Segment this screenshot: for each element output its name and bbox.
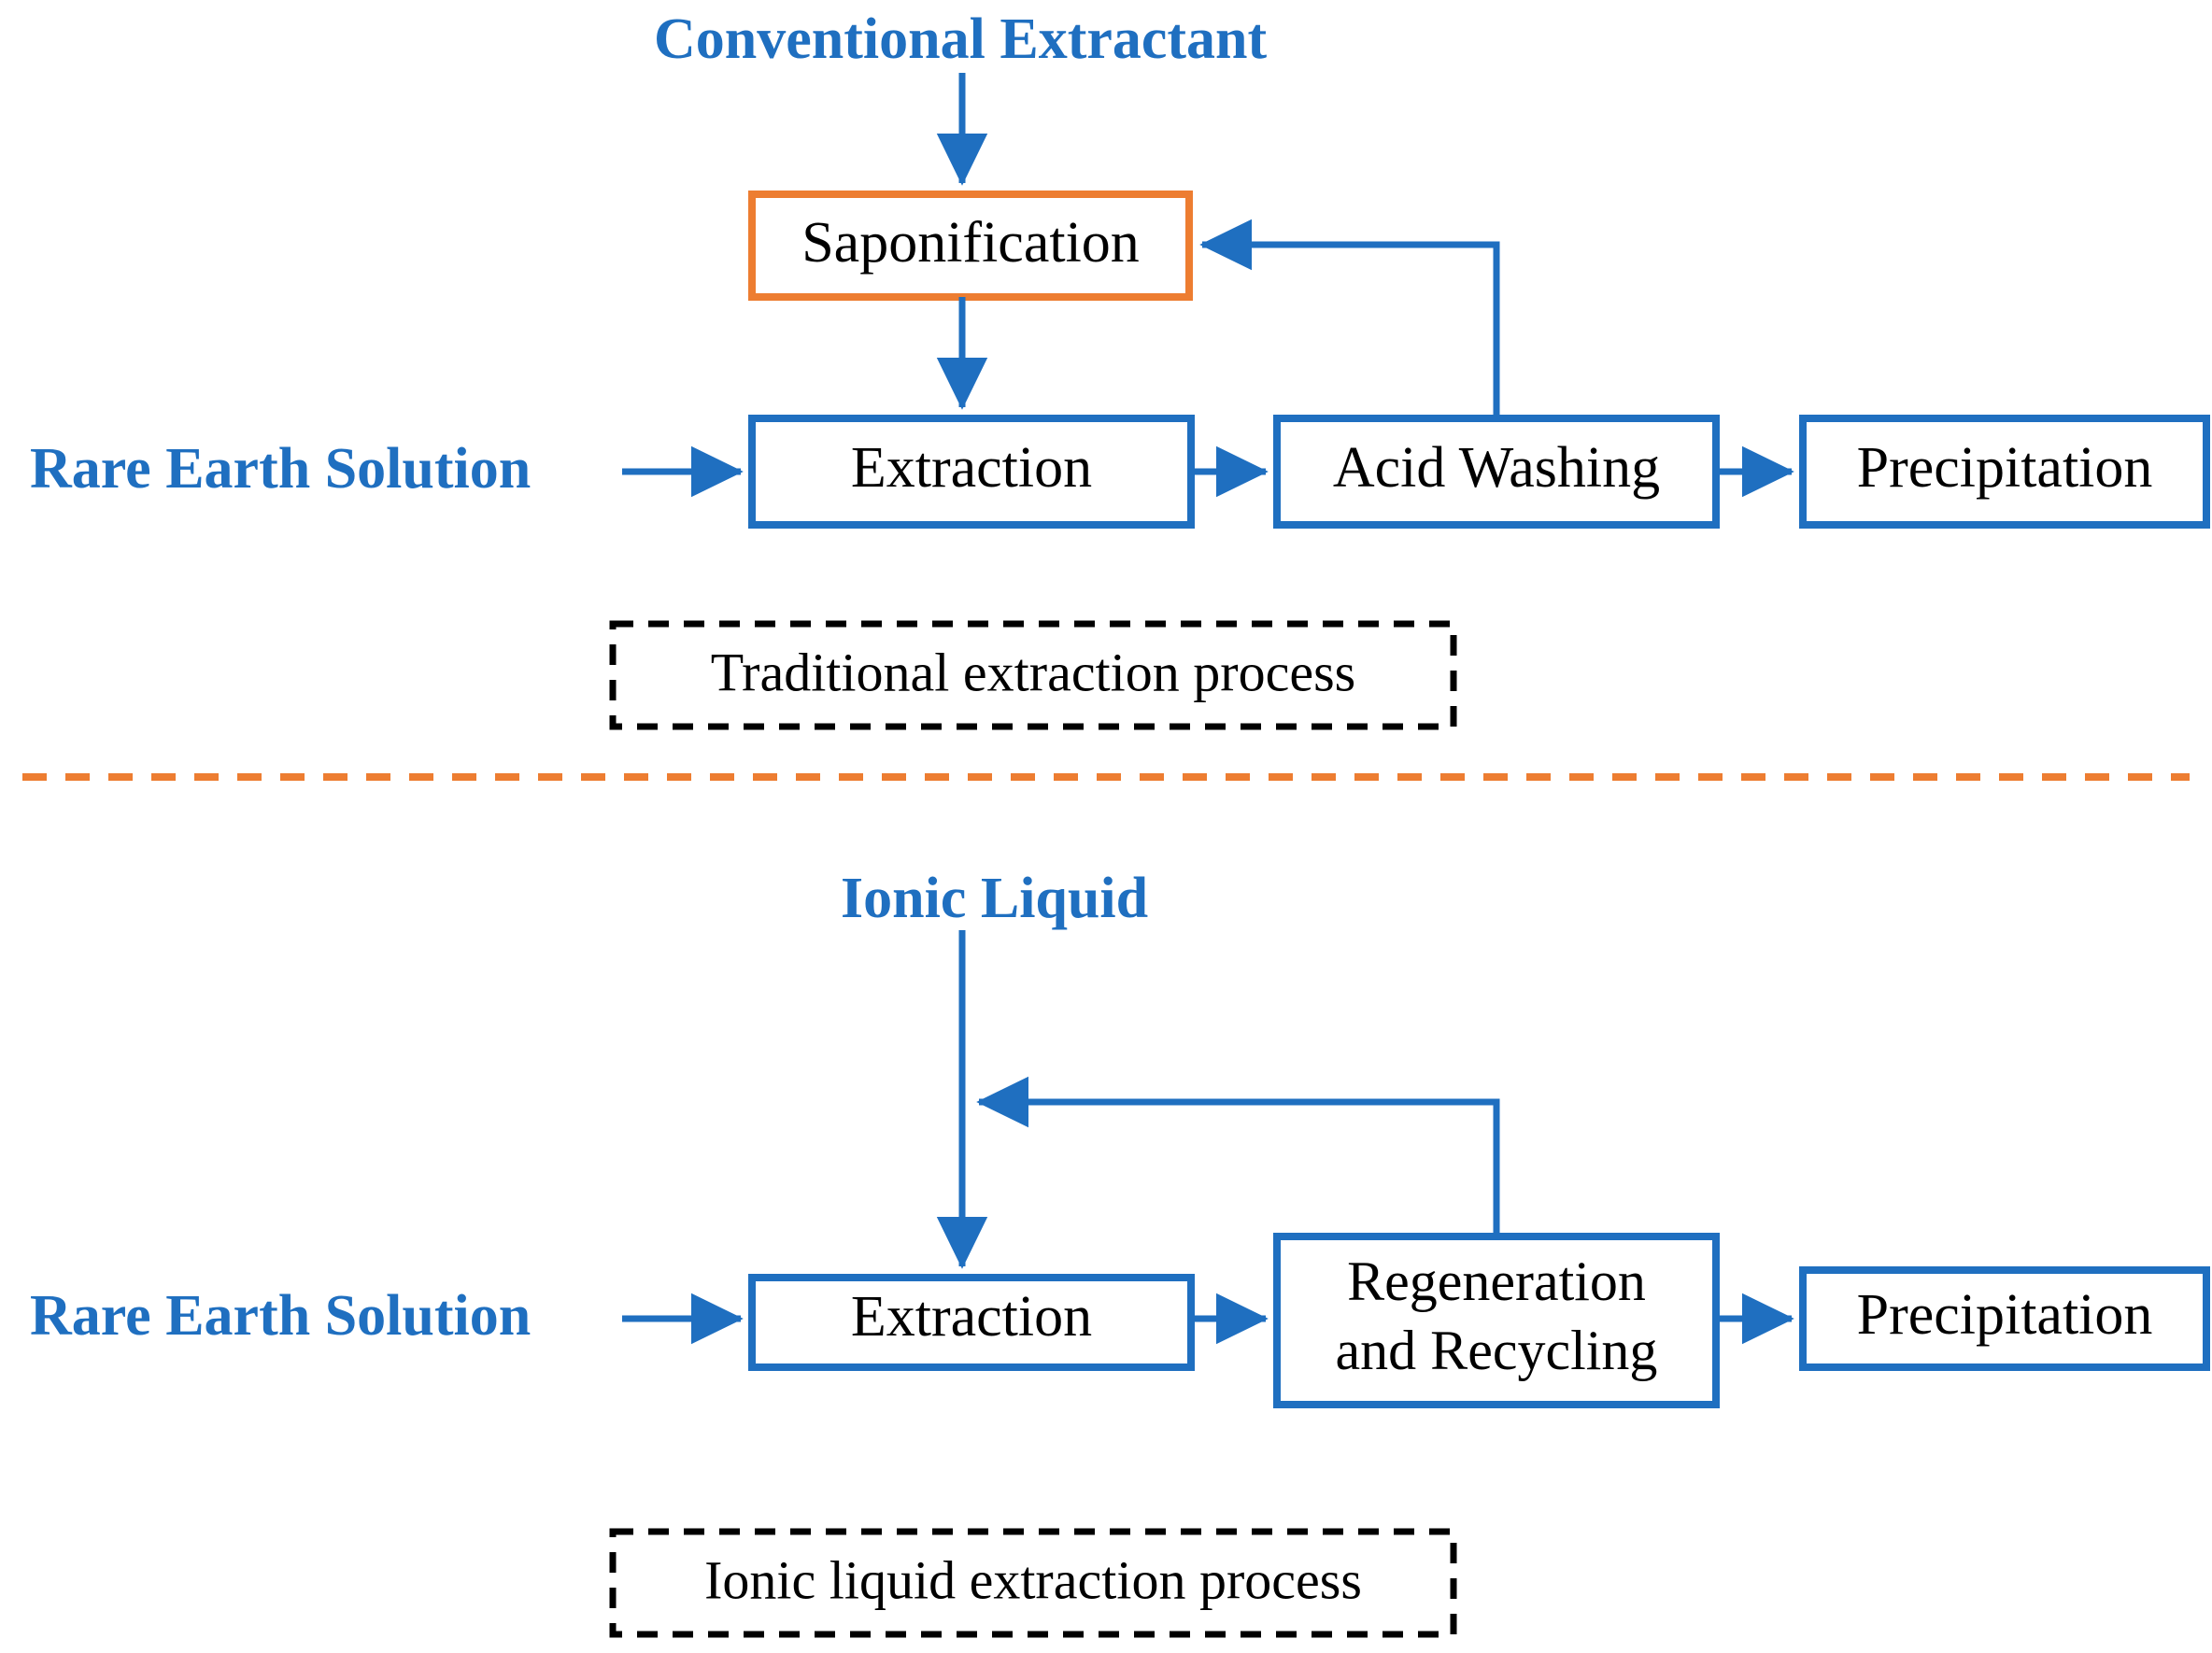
label-rare-earth-solution-bottom: Rare Earth Solution: [30, 1284, 531, 1348]
node-extraction-bottom-label: Extraction: [851, 1285, 1092, 1349]
label-conventional-extractant: Conventional Extractant: [654, 7, 1268, 71]
node-acid-washing[interactable]: Acid Washing: [1273, 415, 1720, 529]
caption-traditional-process-label: Traditional extraction process: [711, 642, 1355, 702]
node-precipitation-top[interactable]: Precipitation: [1799, 415, 2210, 529]
node-acid-washing-label: Acid Washing: [1333, 436, 1660, 500]
label-ionic-liquid: Ionic Liquid: [841, 867, 1148, 930]
label-rare-earth-solution-top: Rare Earth Solution: [30, 437, 531, 501]
node-regeneration-and-recycling[interactable]: Regeneration and Recycling: [1273, 1233, 1720, 1408]
node-regeneration-label-line2: and Recycling: [1336, 1320, 1658, 1381]
node-precipitation-top-label: Precipitation: [1857, 436, 2153, 500]
node-saponification[interactable]: Saponification: [748, 191, 1193, 301]
caption-ionic-liquid-process: Ionic liquid extraction process: [609, 1528, 1457, 1638]
node-extraction-top-label: Extraction: [851, 436, 1092, 500]
node-regeneration-label-line1: Regeneration: [1347, 1250, 1646, 1312]
node-extraction-top[interactable]: Extraction: [748, 415, 1195, 529]
caption-traditional-process: Traditional extraction process: [609, 620, 1457, 730]
caption-ionic-liquid-process-label: Ionic liquid extraction process: [704, 1549, 1362, 1610]
node-precipitation-bottom-label: Precipitation: [1857, 1283, 2153, 1347]
node-precipitation-bottom[interactable]: Precipitation: [1799, 1266, 2210, 1371]
node-extraction-bottom[interactable]: Extraction: [748, 1274, 1195, 1371]
node-saponification-label: Saponification: [801, 211, 1140, 275]
arrow-recycle-acid-washing-to-saponification: [1199, 219, 1500, 418]
arrow-recycle-regeneration-to-extraction: [976, 1076, 1500, 1281]
